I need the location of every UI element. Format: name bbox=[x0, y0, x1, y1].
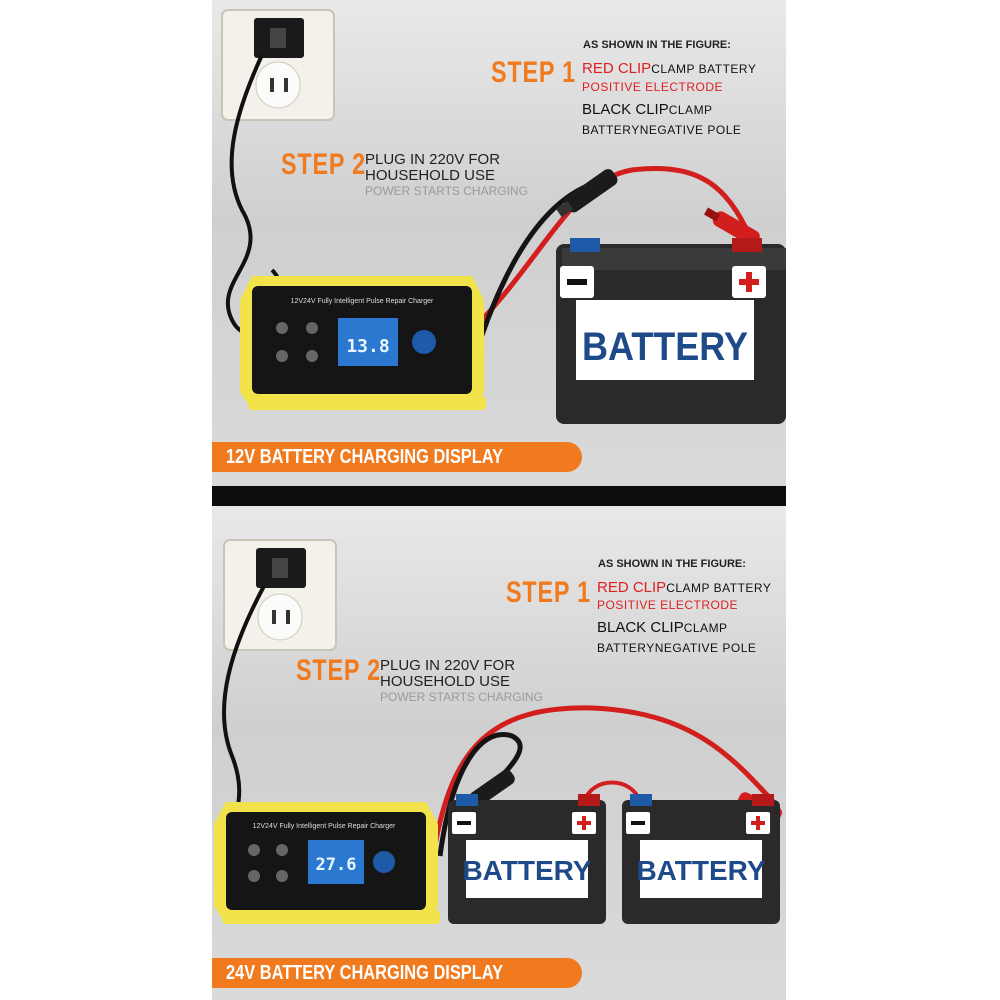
battery-label: BATTERY bbox=[582, 325, 748, 369]
red-clip-text: RED CLIP bbox=[582, 60, 652, 77]
charger-device-icon: 12V24V Fully Intelligent Pulse Repair Ch… bbox=[240, 276, 486, 410]
panel-24v-artwork: BATTERY BATTERY 1 bbox=[214, 539, 782, 924]
black-clip-line: BLACK CLIPCLAMP bbox=[582, 101, 713, 119]
charger-display-value: 13.8 bbox=[346, 336, 389, 357]
red-clip-line: RED CLIPCLAMP BATTERY bbox=[597, 579, 771, 597]
clamp-battery-text: CLAMP BATTERY bbox=[666, 581, 772, 595]
plus-sign-icon bbox=[746, 812, 770, 834]
power-starts-text: POWER STARTS CHARGING bbox=[365, 184, 528, 198]
positive-electrode-text: POSITIVE ELECTRODE bbox=[582, 80, 724, 94]
charger-title: 12V24V Fully Intelligent Pulse Repair Ch… bbox=[253, 823, 396, 830]
step1-label: STEP 1 bbox=[506, 576, 591, 609]
black-clip-line: BLACK CLIPCLAMP bbox=[597, 619, 728, 637]
charger-display-value: 27.6 bbox=[316, 855, 357, 875]
plus-sign-icon bbox=[732, 266, 766, 298]
negative-pole-line: BATTERYNEGATIVE POLE bbox=[597, 639, 756, 657]
plug-line2: HOUSEHOLD USE bbox=[380, 673, 511, 690]
wall-socket-icon bbox=[223, 539, 337, 651]
red-clip-text: RED CLIP bbox=[597, 579, 667, 596]
positive-electrode-text: POSITIVE ELECTRODE bbox=[597, 598, 739, 612]
negative-pole-line: BATTERYNEGATIVE POLE bbox=[582, 121, 741, 139]
step2-label: STEP 2 bbox=[296, 654, 381, 687]
battery-icon bbox=[448, 794, 606, 924]
battery-word-text: BATTERY bbox=[597, 641, 655, 655]
negative-pole-text: NEGATIVE POLE bbox=[654, 641, 757, 655]
charger-title: 12V24V Fully Intelligent Pulse Repair Ch… bbox=[291, 298, 434, 305]
battery-label-right: BATTERY bbox=[636, 855, 765, 886]
panel-24v: BATTERY BATTERY 1 bbox=[212, 506, 786, 1000]
minus-sign-icon bbox=[560, 266, 594, 298]
panel-12v: BATTERY 12V24V Fully Intelligent Pulse R… bbox=[212, 0, 786, 486]
battery-word-text: BATTERY bbox=[582, 123, 640, 137]
figure-heading: AS SHOWN IN THE FIGURE: bbox=[598, 558, 746, 570]
step2-label: STEP 2 bbox=[281, 148, 366, 181]
figure-heading: AS SHOWN IN THE FIGURE: bbox=[583, 39, 731, 51]
caption-12v: 12V BATTERY CHARGING DISPLAY bbox=[212, 442, 582, 472]
wall-socket-icon bbox=[221, 9, 335, 121]
caption-12v-text: 12V BATTERY CHARGING DISPLAY bbox=[226, 446, 504, 468]
caption-24v: 24V BATTERY CHARGING DISPLAY bbox=[212, 958, 582, 988]
black-clip-text: BLACK CLIP bbox=[582, 101, 669, 118]
panel-12v-artwork: BATTERY 12V24V Fully Intelligent Pulse R… bbox=[221, 9, 786, 424]
caption-24v-text: 24V BATTERY CHARGING DISPLAY bbox=[226, 962, 504, 984]
battery-label-left: BATTERY bbox=[462, 855, 591, 886]
negative-pole-text: NEGATIVE POLE bbox=[639, 123, 742, 137]
plug-line1: PLUG IN 220V FOR bbox=[365, 151, 501, 168]
black-clip-text: BLACK CLIP bbox=[597, 619, 684, 636]
plus-sign-icon bbox=[572, 812, 596, 834]
plug-line2: HOUSEHOLD USE bbox=[365, 167, 496, 184]
clamp-battery-text: CLAMP BATTERY bbox=[651, 62, 757, 76]
power-starts-text: POWER STARTS CHARGING bbox=[380, 690, 543, 704]
panel-divider bbox=[212, 486, 786, 506]
battery-icon bbox=[556, 238, 786, 424]
battery-icon bbox=[622, 794, 780, 924]
clamp-text: CLAMP bbox=[683, 621, 728, 635]
minus-sign-icon bbox=[452, 812, 476, 834]
red-clip-line: RED CLIPCLAMP BATTERY bbox=[582, 60, 756, 78]
plug-line1: PLUG IN 220V FOR bbox=[380, 657, 516, 674]
clamp-text: CLAMP bbox=[668, 103, 713, 117]
charger-device-icon: 12V24V Fully Intelligent Pulse Repair Ch… bbox=[214, 802, 440, 924]
step1-label: STEP 1 bbox=[491, 56, 576, 89]
minus-sign-icon bbox=[626, 812, 650, 834]
